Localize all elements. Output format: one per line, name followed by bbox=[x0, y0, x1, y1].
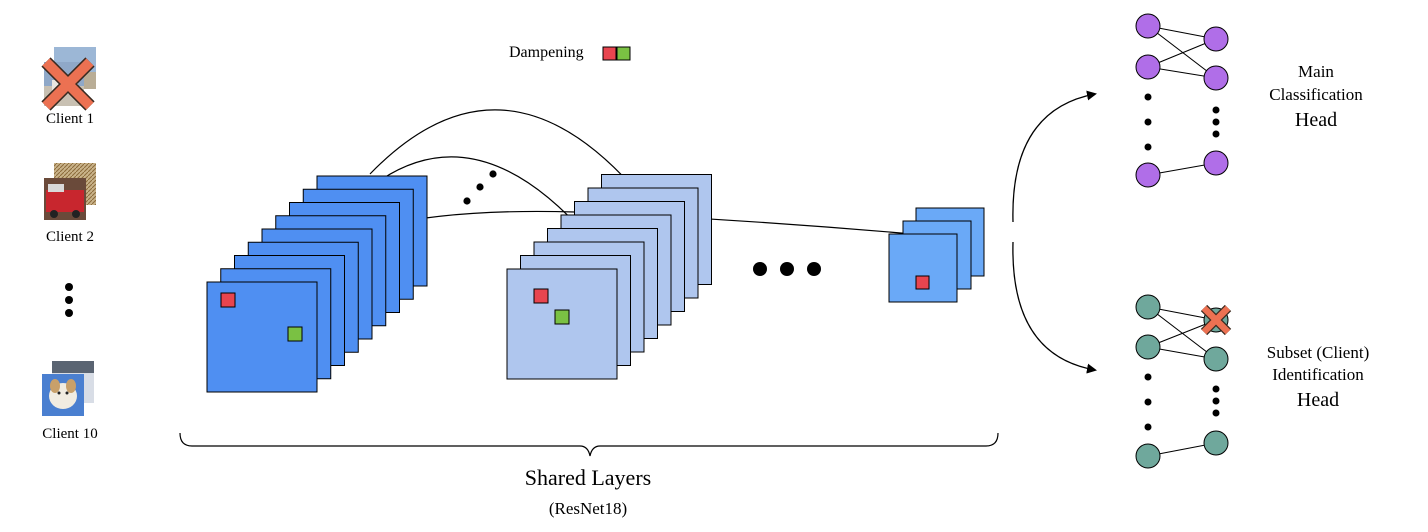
neuron-node bbox=[1135, 162, 1161, 188]
stack-ellipsis-small bbox=[463, 170, 497, 205]
main-classification-head: Main Classification Head bbox=[1135, 13, 1363, 188]
main-head-label-line1: Main bbox=[1298, 62, 1334, 81]
client-1: Client 1 bbox=[41, 47, 96, 127]
arrow-to-main-head bbox=[1012, 90, 1097, 223]
subset-identification-head: Subset (Client) Identification Head bbox=[1135, 294, 1369, 469]
neuron-node bbox=[1135, 294, 1161, 320]
x-icon bbox=[1200, 304, 1232, 336]
shared-layers-subtitle: (ResNet18) bbox=[549, 499, 627, 518]
client-label: Client 10 bbox=[42, 426, 97, 442]
dampening-legend: Dampening bbox=[509, 44, 631, 61]
dampening-red-square bbox=[915, 275, 930, 290]
shared-layers-brace bbox=[179, 432, 999, 457]
neuron-node bbox=[1203, 346, 1229, 372]
neuron-node bbox=[1203, 65, 1229, 91]
feature-map-stack-early bbox=[206, 175, 428, 393]
dampening-label: Dampening bbox=[509, 44, 584, 61]
arrow-to-subset-head bbox=[1012, 241, 1097, 374]
subset-head-label-line2: Identification bbox=[1272, 365, 1364, 384]
stack-ellipsis-large bbox=[753, 262, 821, 276]
dampening-red-square bbox=[220, 292, 236, 308]
neuron-node bbox=[1203, 430, 1229, 456]
dampening-green-square bbox=[616, 46, 631, 61]
x-icon bbox=[41, 57, 95, 111]
skip-arc bbox=[369, 109, 633, 187]
client-ellipsis bbox=[65, 283, 73, 317]
dampening-red-square bbox=[602, 46, 617, 61]
dampening-red-square bbox=[533, 288, 549, 304]
neuron-node bbox=[1135, 13, 1161, 39]
neuron-node bbox=[1135, 443, 1161, 469]
neuron-node bbox=[1135, 54, 1161, 80]
feature-map-stack-late bbox=[888, 207, 985, 303]
dampening-green-square bbox=[554, 309, 570, 325]
client-label: Client 1 bbox=[46, 111, 94, 127]
dampening-green-square bbox=[287, 326, 303, 342]
neuron-node bbox=[1203, 26, 1229, 52]
feature-map-stack-mid bbox=[506, 174, 712, 380]
branch-arrows bbox=[1012, 90, 1097, 374]
main-head-label-line3: Head bbox=[1295, 109, 1337, 131]
shared-layers-title: Shared Layers bbox=[525, 465, 651, 490]
subset-head-label-line3: Head bbox=[1297, 389, 1339, 411]
subset-head-label-line1: Subset (Client) bbox=[1267, 343, 1369, 362]
client-10-image bbox=[42, 361, 94, 416]
client-10: Client 10 bbox=[42, 361, 98, 442]
neuron-node bbox=[1135, 334, 1161, 360]
client-2-image bbox=[44, 163, 96, 220]
neuron-node bbox=[1203, 150, 1229, 176]
client-2: Client 2 bbox=[44, 163, 96, 245]
client-label: Client 2 bbox=[46, 229, 94, 245]
main-head-label-line2: Classification bbox=[1269, 85, 1363, 104]
